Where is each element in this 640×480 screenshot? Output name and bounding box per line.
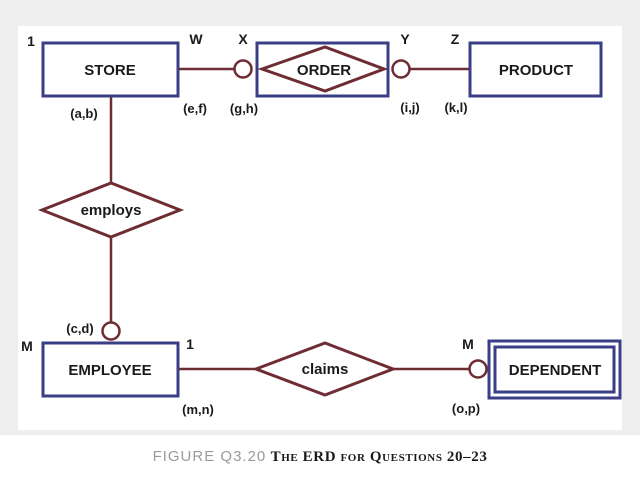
- entity-order-label: ORDER: [297, 62, 351, 79]
- pair-label-kl: (k,l): [444, 100, 467, 115]
- optional-circle-cd: [101, 321, 121, 341]
- pair-label-gh: (g,h): [230, 101, 258, 116]
- optional-circle-op: [468, 359, 488, 379]
- figure-caption: FIGURE Q3.20 The ERD for Questions 20–23: [0, 448, 640, 466]
- entity-dependent-label: DEPENDENT: [509, 362, 602, 379]
- relationship-claims-label: claims: [302, 361, 349, 378]
- pair-label-ab: (a,b): [70, 106, 97, 121]
- cardinality-x: X: [238, 31, 248, 47]
- pair-label-op: (o,p): [452, 401, 480, 416]
- cardinality-m-employee: M: [21, 338, 33, 354]
- entity-store: [41, 41, 180, 98]
- optional-markers: [101, 59, 488, 379]
- entity-employee: [41, 341, 180, 398]
- pair-label-cd: (c,d): [66, 321, 93, 336]
- relationship-employs: [37, 181, 185, 239]
- optional-circle-y: [391, 59, 411, 79]
- cardinality-z: Z: [451, 31, 460, 47]
- cardinality-1-employee: 1: [186, 336, 194, 352]
- entity-employee-label: EMPLOYEE: [68, 362, 151, 379]
- cardinality-w: W: [189, 31, 203, 47]
- cardinality-1-store: 1: [27, 33, 35, 49]
- relationship-claims: [251, 341, 398, 397]
- optional-circle-x: [233, 59, 253, 79]
- cardinality-m-dependent: M: [462, 336, 474, 352]
- pair-label-mn: (m,n): [182, 402, 214, 417]
- connector-lines: [109, 67, 470, 371]
- figure-number: FIGURE Q3.20: [152, 448, 267, 465]
- entity-product-label: PRODUCT: [499, 62, 573, 79]
- cardinality-y: Y: [400, 31, 410, 47]
- pair-label-ef: (e,f): [183, 101, 207, 116]
- pair-label-ij: (i,j): [400, 100, 420, 115]
- relationship-employs-label: employs: [81, 202, 142, 219]
- entity-store-label: STORE: [84, 62, 135, 79]
- figure-title: The ERD for Questions 20–23: [270, 449, 488, 465]
- relationship-order: [257, 45, 389, 93]
- entity-product: [468, 41, 603, 98]
- entity-dependent-inner: [493, 345, 616, 394]
